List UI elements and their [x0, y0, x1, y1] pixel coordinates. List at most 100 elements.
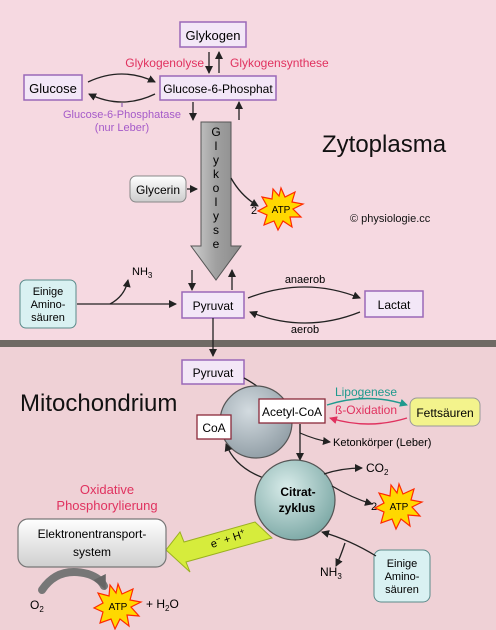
- pyruvat-mito-box: [181, 359, 245, 385]
- glykolyse-letter: k: [213, 167, 220, 181]
- glykogenolyse-label: Glykogenolyse: [125, 56, 204, 70]
- fettsaeuren-box: [409, 397, 481, 427]
- pyruvat-mito-label: Pyruvat: [193, 366, 234, 380]
- nh3-subscript: 3: [148, 271, 153, 280]
- atp-label-cycle: ATP: [390, 502, 409, 513]
- glykolyse-letter: l: [215, 195, 218, 209]
- copyright-text: © physiologie.cc: [350, 213, 431, 225]
- beta-oxidation-label: ß-Oxidation: [335, 403, 397, 417]
- glucose-to-g6p-arrow: [87, 73, 156, 83]
- atp-count: 2: [251, 205, 257, 217]
- nh3-release-arrow: [109, 279, 131, 305]
- pyruvat-label: Pyruvat: [193, 299, 234, 313]
- ketone-arrow: [299, 432, 331, 445]
- glykolyse-letter: G: [211, 125, 220, 139]
- o2-subscript: 2: [39, 605, 44, 614]
- nh3-bottom-text: NH: [320, 565, 337, 579]
- citrat-label-line2: zyklus: [279, 501, 316, 515]
- oxygen-to-water-arrow: [38, 568, 108, 594]
- anaerob-arrow: [247, 286, 361, 300]
- coa-box: [196, 414, 232, 440]
- h2o-prefix: + H: [146, 597, 165, 611]
- ketonkoerper-label: Ketonkörper (Leber): [333, 437, 431, 449]
- oxphos-label-line1: Oxidative: [80, 482, 134, 497]
- amino-acids-box-bottom: [373, 549, 431, 603]
- electron-sup: −: [214, 534, 222, 544]
- atp-starburst-icon: [256, 186, 305, 232]
- etc-box: [17, 518, 167, 568]
- atp-starburst-icon: [92, 581, 143, 630]
- mitochondrion-label: Mitochondrium: [20, 390, 177, 417]
- aerob-label: aerob: [291, 324, 319, 336]
- glykolyse-vertical-label: G l y k o l y s e: [211, 125, 220, 251]
- nh3-label-bottom: NH3: [320, 565, 342, 581]
- phosphatase-note: (nur Leber): [95, 122, 149, 134]
- glykogen-label: Glykogen: [186, 28, 241, 43]
- glykogensynthese-label: Glykogensynthese: [230, 56, 329, 70]
- amino-bottom-line3: säuren: [385, 584, 419, 596]
- h2o-suffix: O: [169, 597, 178, 611]
- atp-label: ATP: [272, 205, 291, 216]
- anaerob-label: anaerob: [285, 274, 325, 286]
- glykolyse-letter: o: [213, 181, 220, 195]
- oxphos-label-line2: Phosphorylierung: [56, 498, 157, 513]
- glycerin-label: Glycerin: [136, 183, 180, 197]
- electron-e: e: [209, 538, 219, 551]
- citrate-cycle-circle: [254, 459, 336, 541]
- cycle-atp-arrow: [331, 485, 373, 506]
- fettsaeuren-label: Fettsäuren: [416, 406, 473, 420]
- amino-to-cycle-arrow: [321, 530, 377, 557]
- co2-subscript: 2: [384, 468, 389, 477]
- lipogenese-arrow: [326, 397, 408, 407]
- lactat-label: Lactat: [378, 298, 411, 312]
- beta-oxidation-arrow: [329, 416, 408, 425]
- glycerin-box: [129, 175, 187, 203]
- glycolysis-atp-arrow: [230, 177, 259, 207]
- amino-acids-box-top: [19, 279, 77, 329]
- coa-label: CoA: [202, 421, 225, 435]
- glykolyse-letter: s: [213, 223, 219, 237]
- nh3-label-top: NH3: [132, 266, 153, 280]
- nh3-release-bottom-arrow: [335, 542, 346, 567]
- atp-label-etc: ATP: [109, 602, 128, 613]
- glucose-label: Glucose: [29, 81, 77, 96]
- h2o-subscript: 2: [165, 604, 170, 613]
- glucose6p-label: Glucose-6-Phosphat: [163, 82, 273, 96]
- cytoplasm-region: [0, 0, 496, 343]
- glucose-box: [23, 74, 83, 101]
- mitochondrial-membrane: [0, 340, 496, 347]
- amino-top-line1: Einige: [33, 286, 64, 298]
- glykogen-box: [179, 21, 247, 48]
- glykolyse-letter: e: [213, 237, 220, 251]
- g6p-to-glucose-arrow: [88, 93, 156, 103]
- etc-label-line1: Elektronentransport-: [38, 527, 147, 541]
- glykolyse-letter: l: [215, 139, 218, 153]
- amino-top-line3: säuren: [31, 312, 65, 324]
- aerob-arrow: [249, 310, 361, 324]
- amino-top-line2: Amino-: [31, 299, 66, 311]
- o2-label: O2: [30, 598, 44, 614]
- atp-count-cycle: 2: [371, 501, 377, 513]
- phosphatase-label: Glucose-6-Phosphatase: [63, 109, 181, 121]
- acetylcoa-box: [258, 398, 326, 424]
- nh3-text: NH: [132, 266, 148, 278]
- amino-bottom-line1: Einige: [387, 558, 418, 570]
- amino-bottom-line2: Amino-: [385, 571, 420, 583]
- co2-label: CO2: [366, 461, 389, 477]
- lactat-box: [364, 290, 424, 318]
- cytoplasm-label: Zytoplasma: [322, 131, 447, 158]
- o2-text: O: [30, 598, 39, 612]
- proton-sup: +: [238, 526, 246, 536]
- citrat-label-line1: Citrat-: [280, 485, 315, 499]
- co2-arrow: [323, 464, 363, 475]
- lipogenese-label: Lipogenese: [335, 385, 397, 399]
- atp-starburst-icon: [373, 481, 424, 531]
- nh3-bottom-subscript: 3: [337, 572, 342, 581]
- glykolyse-letter: y: [213, 153, 219, 167]
- h2o-label: + H2O: [146, 597, 179, 613]
- glykolyse-letter: y: [213, 209, 219, 223]
- acetylcoa-label: Acetyl-CoA: [262, 405, 322, 419]
- electron-arrow-icon: [165, 521, 273, 573]
